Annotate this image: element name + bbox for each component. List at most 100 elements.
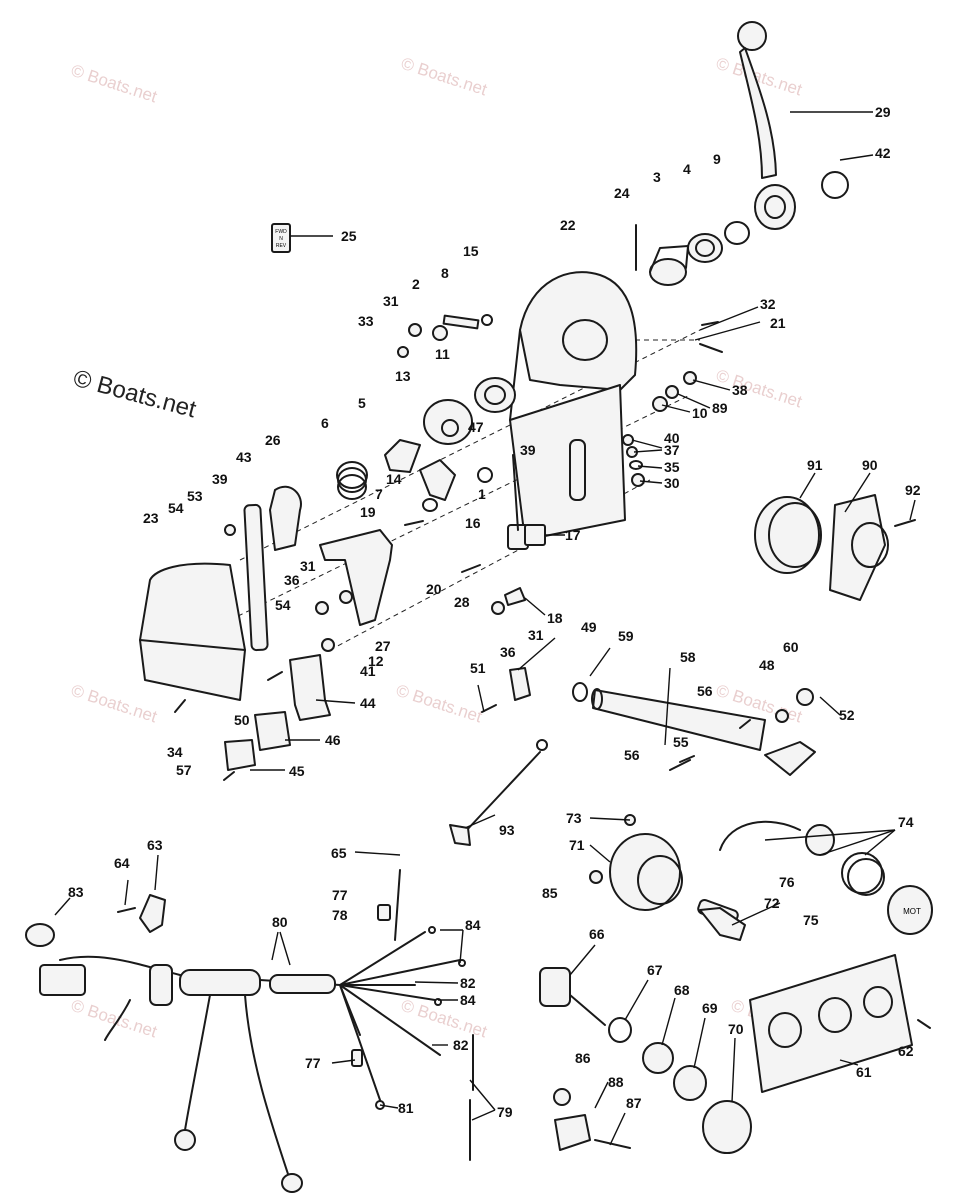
- plate-text-rev: REV: [276, 243, 287, 249]
- label-65: 65: [331, 845, 347, 861]
- ignition-key: [699, 907, 746, 941]
- label-31: 31: [300, 558, 316, 574]
- label-76: 76: [779, 874, 795, 890]
- label-34: 34: [167, 744, 183, 760]
- watermark: © Boats.net: [69, 681, 160, 727]
- label-7: 7: [375, 486, 383, 502]
- label-38: 38: [732, 382, 748, 398]
- label-39: 39: [212, 471, 228, 487]
- bracket-parts: [224, 454, 546, 771]
- label-93: 93: [499, 822, 515, 838]
- fastener-parts: [174, 314, 723, 781]
- bushing-parts: [635, 221, 750, 286]
- label-71: 71: [569, 837, 585, 853]
- plate-text-fwd: FWD: [275, 229, 287, 235]
- part-labels: 29 42 3 4 9 24 22 25 15 8 2 31 33 32 21 …: [68, 104, 921, 1120]
- watermark: © Boats.net: [394, 681, 485, 727]
- instrument-panel: [749, 954, 931, 1093]
- label-31: 31: [528, 627, 544, 643]
- label-61: 61: [856, 1064, 872, 1080]
- label-59: 59: [618, 628, 634, 644]
- label-44: 44: [360, 695, 376, 711]
- label-13: 13: [395, 368, 411, 384]
- label-91: 91: [807, 457, 823, 473]
- label-57: 57: [176, 762, 192, 778]
- label-10: 10: [692, 405, 708, 421]
- label-92: 92: [905, 482, 921, 498]
- control-cable: [449, 739, 548, 846]
- label-78: 78: [332, 907, 348, 923]
- gear-assembly: [336, 377, 516, 512]
- label-36: 36: [500, 644, 516, 660]
- label-50: 50: [234, 712, 250, 728]
- label-31: 31: [383, 293, 399, 309]
- label-24: 24: [614, 185, 630, 201]
- label-3: 3: [653, 169, 661, 185]
- label-68: 68: [674, 982, 690, 998]
- copyright-notice: © Boats.net: [70, 365, 199, 424]
- control-cover: [139, 562, 246, 701]
- label-56: 56: [697, 683, 713, 699]
- label-28: 28: [454, 594, 470, 610]
- label-6: 6: [321, 415, 329, 431]
- label-27: 27: [375, 638, 391, 654]
- label-37: 37: [664, 442, 680, 458]
- label-90: 90: [862, 457, 878, 473]
- label-5: 5: [358, 395, 366, 411]
- label-55: 55: [673, 734, 689, 750]
- label-52: 52: [839, 707, 855, 723]
- label-70: 70: [728, 1021, 744, 1037]
- label-66: 66: [589, 926, 605, 942]
- label-77: 77: [332, 887, 348, 903]
- label-84: 84: [465, 917, 481, 933]
- label-45: 45: [289, 763, 305, 779]
- label-54: 54: [275, 597, 291, 613]
- label-11: 11: [435, 346, 450, 362]
- label-75: 75: [803, 912, 819, 928]
- control-lever-handle: [737, 21, 849, 230]
- label-47: 47: [468, 419, 484, 435]
- tachometer-assembly: [754, 494, 916, 601]
- label-54: 54: [168, 500, 184, 516]
- label-16: 16: [465, 515, 481, 531]
- label-82: 82: [453, 1037, 469, 1053]
- label-87: 87: [626, 1095, 642, 1111]
- label-21: 21: [770, 315, 786, 331]
- label-1: 1: [478, 486, 486, 502]
- label-39: 39: [520, 442, 536, 458]
- label-72: 72: [764, 895, 780, 911]
- label-14: 14: [386, 471, 402, 487]
- label-48: 48: [759, 657, 775, 673]
- accessory-switch-parts: [539, 967, 752, 1154]
- label-36: 36: [284, 572, 300, 588]
- label-85: 85: [542, 885, 558, 901]
- wiring-harness: [25, 869, 474, 1193]
- label-8: 8: [441, 265, 449, 281]
- label-23: 23: [143, 510, 159, 526]
- label-29: 29: [875, 104, 891, 120]
- label-73: 73: [566, 810, 582, 826]
- label-26: 26: [265, 432, 281, 448]
- watermark: © Boats.net: [399, 54, 490, 100]
- choke-switch: MOT: [719, 820, 933, 935]
- label-64: 64: [114, 855, 130, 871]
- label-58: 58: [680, 649, 696, 665]
- label-18: 18: [547, 610, 563, 626]
- label-43: 43: [236, 449, 252, 465]
- label-32: 32: [760, 296, 776, 312]
- plate-text-neutral: N: [279, 236, 283, 242]
- watermark-group: © Boats.net © Boats.net © Boats.net © Bo…: [69, 54, 820, 1042]
- label-19: 19: [360, 504, 376, 520]
- label-33: 33: [358, 313, 374, 329]
- control-housing: [509, 271, 638, 541]
- label-53: 53: [187, 488, 203, 504]
- label-30: 30: [664, 475, 680, 491]
- label-9: 9: [713, 151, 721, 167]
- label-17: 17: [565, 527, 581, 543]
- label-84: 84: [460, 992, 476, 1008]
- label-2: 2: [412, 276, 420, 292]
- label-82: 82: [460, 975, 476, 991]
- label-79: 79: [497, 1104, 513, 1120]
- knob-text: MOT: [903, 907, 921, 916]
